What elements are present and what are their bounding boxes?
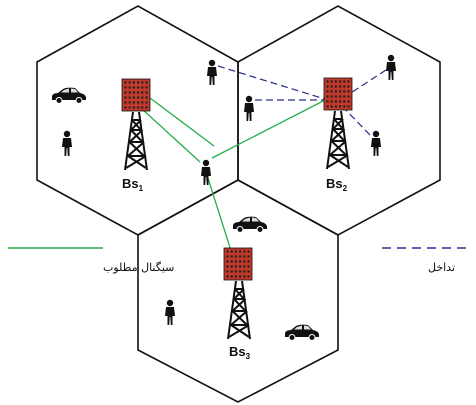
person-icon — [371, 130, 381, 156]
svg-text:Bs2: Bs2 — [326, 176, 348, 193]
bs3-label: Bs — [229, 344, 246, 359]
base-station-tower-icon — [124, 111, 148, 171]
cell-2 — [237, 5, 441, 236]
signal-link — [205, 171, 235, 261]
bs2-subscript: 2 — [343, 184, 348, 193]
bs1-label: Bs — [122, 176, 139, 191]
interference-link — [217, 65, 329, 101]
base-station-2: Bs2 — [323, 77, 353, 193]
cell-hexagons — [36, 5, 441, 403]
legend-signal-label: سیگنال مطلوب — [103, 261, 174, 274]
base-station-tower-icon — [227, 280, 251, 340]
cell-3 — [137, 179, 339, 403]
antenna-panel-icon — [223, 247, 253, 281]
antenna-panel-icon — [323, 77, 353, 111]
person-icon — [165, 299, 175, 325]
car-icon — [232, 216, 268, 233]
legend-interference-label: تداخل — [428, 261, 455, 274]
desired-signal-links — [129, 97, 330, 261]
person-icon — [386, 54, 396, 80]
bs1-subscript: 1 — [139, 184, 144, 193]
interference-links — [217, 65, 387, 136]
bs2-label: Bs — [326, 176, 343, 191]
antenna-panel-icon — [121, 78, 151, 112]
vehicles — [51, 87, 320, 341]
car-icon — [284, 324, 320, 341]
car-icon — [51, 87, 87, 104]
person-icon — [244, 95, 254, 121]
signal-link — [149, 97, 215, 147]
bs3-subscript: 3 — [246, 352, 251, 361]
person-icon — [207, 59, 217, 85]
svg-text:Bs3: Bs3 — [229, 344, 251, 361]
legend-interference: تداخل — [382, 247, 468, 274]
svg-text:Bs1: Bs1 — [122, 176, 144, 193]
person-icon — [62, 130, 72, 156]
base-station-1: Bs1 — [121, 78, 151, 193]
base-station-tower-icon — [326, 110, 350, 170]
base-station-3: Bs3 — [223, 247, 253, 361]
signal-link — [211, 97, 330, 159]
legend-desired-signal: سیگنال مطلوب — [8, 247, 174, 274]
